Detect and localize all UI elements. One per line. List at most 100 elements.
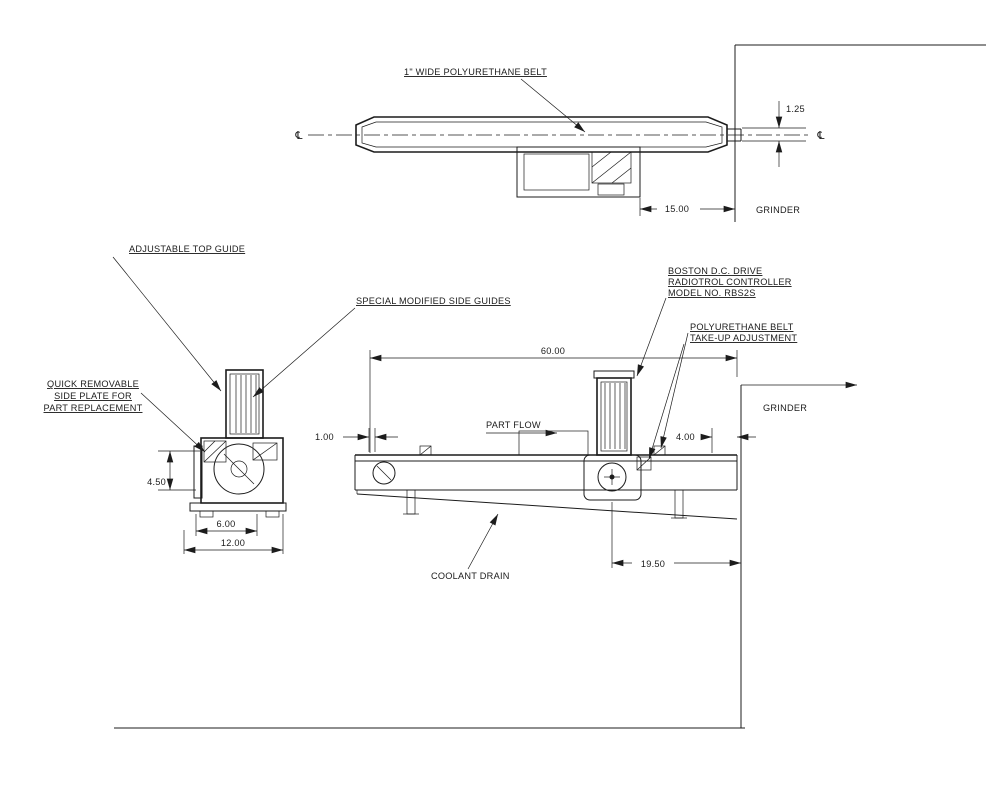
label-coolant-drain: COOLANT DRAIN: [431, 513, 510, 581]
coupling-top: [597, 183, 625, 196]
grinder-side-group: GRINDER: [740, 381, 857, 728]
hatch-line: [591, 151, 612, 168]
dim-60-00: 60.00: [369, 346, 738, 453]
centerline-symbol-right: ℄: [816, 129, 824, 142]
dim-text: 15.00: [665, 204, 689, 214]
foot: [199, 510, 214, 518]
label-text: RADIOTROL CONTROLLER: [668, 277, 792, 287]
base-plate: [189, 502, 287, 512]
part-flow-group: PART FLOW: [486, 420, 557, 437]
grinder-outline-top: [734, 44, 986, 222]
coolant-drain-pan: [356, 493, 738, 520]
hatch-line: [252, 442, 278, 461]
side-view: 60.00 BOSTON D.C. DRIVE RADIOTROL CONTRO…: [315, 266, 857, 728]
belt-label: 1" WIDE POLYURETHANE BELT: [404, 67, 547, 77]
label-text: MODEL NO. RBS2S: [668, 288, 756, 298]
pulley-circle: [213, 443, 265, 495]
dim-1-00: 1.00: [315, 428, 398, 452]
hatch-line: [203, 440, 227, 463]
end-view-drawing: [189, 369, 287, 518]
label-text: QUICK REMOVABLE: [47, 379, 139, 389]
label-text: POLYURETHANE BELT: [690, 322, 794, 332]
label-text: SPECIAL MODIFIED SIDE GUIDES: [356, 296, 511, 306]
leader-line: [112, 256, 222, 392]
end-roller: [372, 461, 396, 485]
leader-line: [660, 332, 689, 449]
part-flow-label: PART FLOW: [486, 420, 541, 430]
label-text: ADJUSTABLE TOP GUIDE: [129, 244, 245, 254]
drive-assembly-side-view: [583, 370, 642, 501]
motor-inner: [229, 373, 260, 435]
dim-text: 4.00: [676, 432, 695, 442]
dim-12-00: 12.00: [183, 514, 284, 554]
takeup-screw: [653, 445, 666, 456]
dim-4-00: 4.00: [676, 428, 756, 453]
label-text: PART REPLACEMENT: [44, 403, 143, 413]
leg: [406, 489, 416, 515]
dim-text: 12.00: [221, 538, 245, 548]
dim-19-50: 19.50: [611, 502, 741, 569]
motor-column: [596, 377, 632, 456]
removable-side-plate: [193, 445, 203, 499]
part-on-belt: [518, 430, 589, 456]
label-text: BOSTON D.C. DRIVE: [668, 266, 762, 276]
takeup-screw: [419, 445, 432, 456]
label-adjustable-top-guide: ADJUSTABLE TOP GUIDE: [112, 244, 245, 392]
hatch-line: [419, 445, 432, 456]
belt-top-view: [355, 116, 742, 153]
drive-shaft-circle: [597, 462, 627, 492]
label-side-plate: QUICK REMOVABLE SIDE PLATE FOR PART REPL…: [44, 379, 206, 453]
motor-column-inner: [600, 381, 628, 452]
shaft-circle: [230, 460, 248, 478]
dim-4-50: 4.50: [147, 450, 200, 491]
belt-outer-outline: [355, 116, 728, 153]
hatch-line: [653, 445, 666, 456]
motor-body-top: [523, 153, 590, 191]
dim-text: 1.25: [786, 104, 805, 114]
centerline-group: ℄ ℄: [294, 129, 824, 142]
conveyor-side-view: [354, 430, 738, 520]
grinder-label-top: GRINDER: [756, 205, 800, 215]
dim-text: 6.00: [217, 519, 236, 529]
roller-slash: [376, 465, 392, 481]
grinder-label-side: GRINDER: [763, 403, 807, 413]
foot: [265, 510, 280, 518]
dim-text: 60.00: [541, 346, 565, 356]
label-controller: BOSTON D.C. DRIVE RADIOTROL CONTROLLER M…: [636, 266, 792, 377]
label-text: SIDE PLATE FOR: [54, 391, 132, 401]
leader-line: [467, 513, 499, 570]
belt-label-group: 1" WIDE POLYURETHANE BELT: [404, 67, 586, 133]
top-view: ℄ ℄ 1" WIDE POLYURETHANE BELT 1.25: [294, 44, 986, 222]
drive-housing: [583, 454, 642, 501]
dim-6-00: 6.00: [195, 514, 258, 536]
hatch-line: [636, 456, 652, 471]
dim-text: 4.50: [147, 477, 166, 487]
hatch-line: [203, 440, 216, 453]
centerline-symbol-left: ℄: [294, 129, 302, 142]
belt-inner-outline: [361, 121, 723, 148]
hatch-line: [591, 151, 632, 184]
leader-line: [648, 343, 685, 460]
leader-line: [520, 78, 586, 133]
leader-line: [140, 392, 206, 453]
dim-1-25: 1.25: [742, 101, 806, 167]
dim-text: 1.00: [315, 432, 334, 442]
motor-end-view: [225, 369, 264, 439]
dim-text: 19.50: [641, 559, 665, 569]
pulley-slash: [223, 453, 255, 485]
drive-motor-top-view: [516, 146, 641, 198]
gearbox-top: [591, 151, 632, 184]
label-side-guides: SPECIAL MODIFIED SIDE GUIDES: [252, 296, 511, 398]
motor-top-cap: [593, 370, 635, 379]
guide-block-right: [252, 442, 278, 461]
label-takeup: POLYURETHANE BELT TAKE-UP ADJUSTMENT: [648, 322, 797, 460]
label-text: COOLANT DRAIN: [431, 571, 510, 581]
label-text: TAKE-UP ADJUSTMENT: [690, 333, 797, 343]
end-view: ADJUSTABLE TOP GUIDE SPECIAL MODIFIED SI…: [44, 244, 511, 554]
takeup-bracket: [636, 456, 652, 471]
leader-line: [252, 307, 356, 398]
motor-housing-top: [516, 146, 641, 198]
leader-line: [636, 297, 667, 377]
dim-15-00: 15.00: [639, 198, 735, 216]
